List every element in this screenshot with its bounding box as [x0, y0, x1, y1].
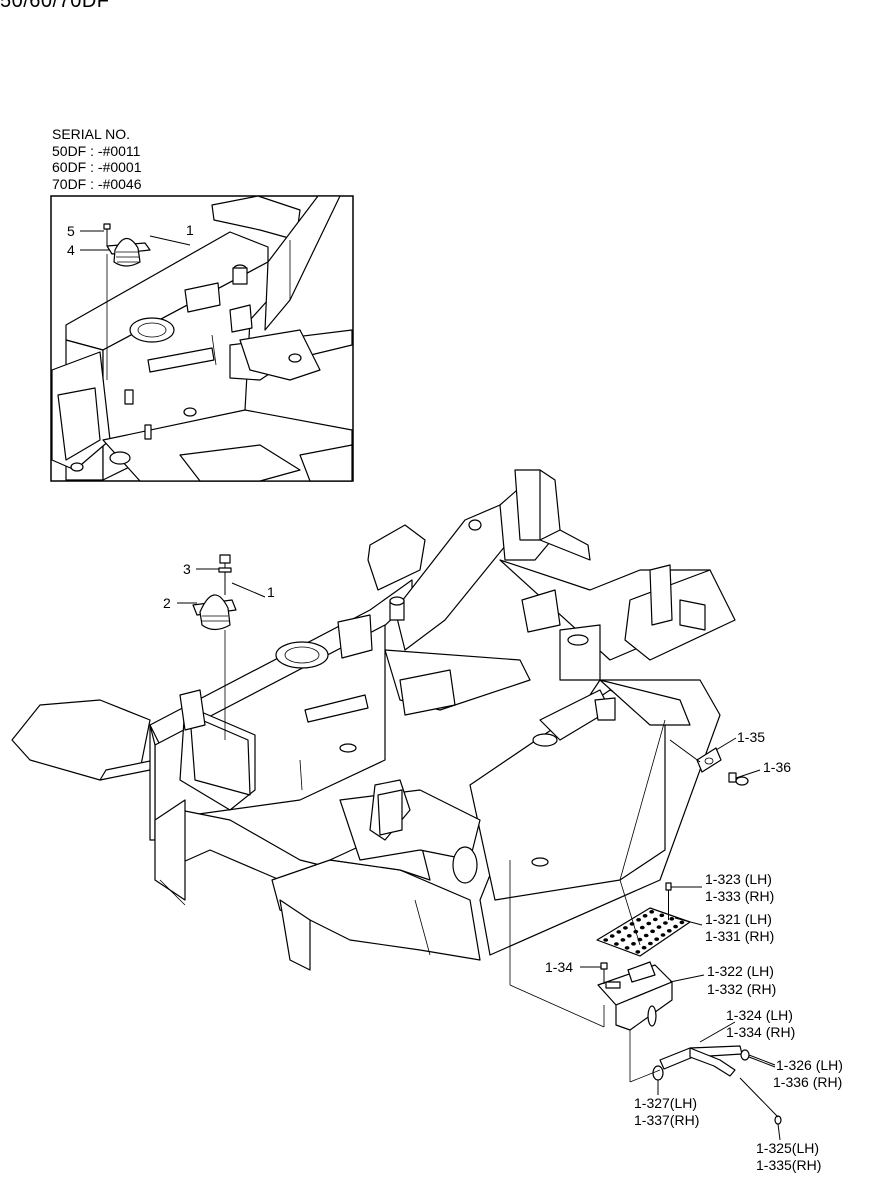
- plate-hole: [654, 937, 660, 941]
- callout-1-321: 1-321 (LH): [705, 911, 772, 927]
- reference-lines: [509, 860, 661, 1083]
- callout-main-2: 2: [163, 595, 171, 611]
- plate-hole: [648, 941, 653, 946]
- callout-1-324: 1-324 (LH): [726, 1007, 793, 1023]
- main-mount-part-2: [192, 594, 237, 631]
- screw-part-1-34: [580, 962, 608, 984]
- plate-hole: [614, 942, 619, 946]
- plate-hole: [666, 929, 672, 933]
- plate-hole: [652, 917, 658, 922]
- callout-1-36: 1-36: [763, 759, 791, 775]
- plate-hole: [669, 917, 675, 921]
- plate-hole: [624, 946, 630, 950]
- callout-inset-5: 5: [67, 223, 75, 239]
- callout-1-335: 1-335(RH): [756, 1157, 821, 1173]
- plate-hole: [679, 920, 685, 925]
- inset-detail: 5 4 1: [50, 195, 354, 482]
- plate-hole: [623, 926, 628, 930]
- callout-1-332: 1-332 (RH): [707, 981, 776, 997]
- plate-hole: [659, 913, 665, 918]
- main-bolt-part-3: [218, 554, 232, 740]
- serial-title: SERIAL NO.: [52, 126, 131, 142]
- serial-line-50df: 50DF : -#0011: [52, 142, 141, 159]
- plate-hole: [649, 910, 655, 914]
- callout-1-334: 1-334 (RH): [726, 1024, 795, 1040]
- serial-number-block: SERIAL NO. 50DF : -#0011 60DF : -#0001 7…: [52, 126, 142, 192]
- callout-1-337: 1-337(RH): [634, 1112, 699, 1128]
- plate-hole: [663, 921, 668, 925]
- plate-hole: [609, 934, 615, 938]
- plate-hole: [636, 918, 641, 922]
- bolt-part-1-36: [728, 769, 761, 786]
- inset-mount-part-4: [106, 237, 151, 267]
- step-plate-holes: [603, 910, 685, 954]
- inset-frame-drawing: [51, 195, 353, 482]
- callout-1-325: 1-325(LH): [756, 1140, 819, 1156]
- callout-1-336: 1-336 (RH): [773, 1074, 842, 1090]
- serial-line-70df: 70DF : -#0046: [52, 175, 142, 192]
- main-frame-assembly: [11, 469, 736, 971]
- clip-part-1-325: [739, 1077, 782, 1141]
- callout-1-333: 1-333 (RH): [705, 888, 774, 904]
- plate-hole: [626, 934, 632, 938]
- plate-hole: [639, 925, 645, 930]
- step-bolt-part-1-323: [665, 882, 702, 920]
- callout-1-322: 1-322 (LH): [707, 963, 774, 979]
- plate-hole: [620, 938, 626, 942]
- callout-inset-4: 4: [67, 242, 75, 258]
- callout-1-34: 1-34: [545, 959, 573, 975]
- callout-inset-1: 1: [186, 222, 194, 238]
- plate-hole: [656, 925, 662, 929]
- callout-1-326: 1-326 (LH): [776, 1057, 843, 1073]
- plate-hole: [646, 921, 652, 926]
- plate-hole: [650, 929, 655, 934]
- callout-1-35: 1-35: [737, 729, 765, 745]
- step-bracket-part-1-322: [597, 961, 673, 1031]
- callout-main-3: 3: [183, 561, 191, 577]
- callout-1-331: 1-331 (RH): [705, 928, 774, 944]
- plate-hole: [643, 933, 649, 938]
- pin-part-1-327: [652, 1065, 664, 1095]
- plate-hole: [641, 945, 647, 950]
- callout-1-323: 1-323 (LH): [705, 871, 772, 887]
- plate-hole: [642, 914, 648, 918]
- model-header: 50/60/70DF: [0, 0, 110, 12]
- plate-hole: [603, 938, 609, 942]
- plate-hole: [660, 933, 666, 937]
- bracket-part-1-35: [669, 739, 722, 773]
- plate-hole: [616, 930, 622, 934]
- pin-part-1-326: [740, 1049, 776, 1068]
- inset-bolt-part-5: [103, 223, 111, 380]
- serial-line-60df: 60DF : -#0001: [52, 159, 142, 175]
- callout-1-327: 1-327(LH): [634, 1095, 697, 1111]
- plate-hole: [631, 942, 636, 946]
- plate-hole: [635, 950, 641, 954]
- plate-hole: [673, 924, 678, 929]
- callout-main-1: 1: [267, 584, 275, 600]
